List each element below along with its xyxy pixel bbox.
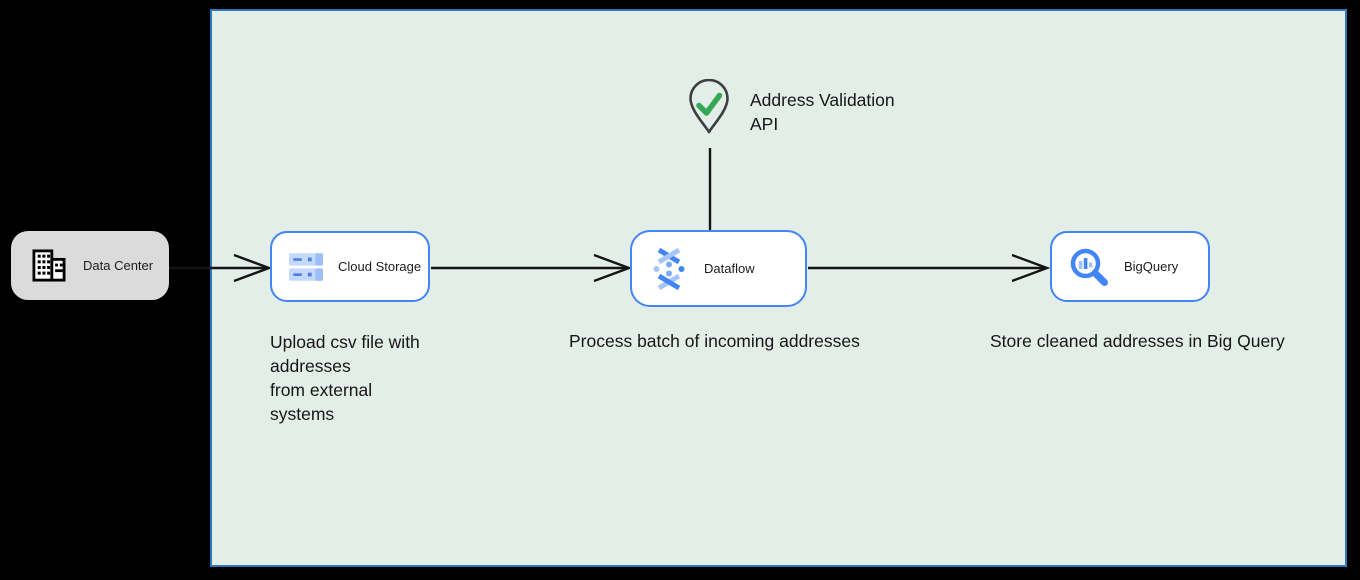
node-label-data-center: Data Center <box>83 258 154 273</box>
annotation-store-cleaned: Store cleaned addresses in Big Query <box>990 331 1285 351</box>
node-data-center[interactable]: Data Center <box>11 231 169 300</box>
node-label-address-validation: Address Validation API <box>750 90 895 134</box>
dataflow-icon <box>649 247 689 290</box>
node-label-dataflow: Dataflow <box>704 261 755 276</box>
node-address-validation[interactable] <box>686 79 732 135</box>
node-dataflow[interactable]: Dataflow <box>630 230 807 307</box>
building-icon <box>32 249 66 282</box>
map-pin-check-icon <box>686 79 732 135</box>
node-bigquery[interactable]: BigQuery <box>1050 231 1210 302</box>
annotation-upload-csv: Upload csv file with addresses from exte… <box>270 332 420 424</box>
annotation-process-batch: Process batch of incoming addresses <box>569 331 860 351</box>
node-cloud-storage[interactable]: Cloud Storage <box>270 231 430 302</box>
node-label-cloud-storage: Cloud Storage <box>338 259 422 274</box>
cloud-storage-icon <box>289 252 323 282</box>
bigquery-icon <box>1069 247 1109 287</box>
node-label-bigquery: BigQuery <box>1124 259 1179 274</box>
